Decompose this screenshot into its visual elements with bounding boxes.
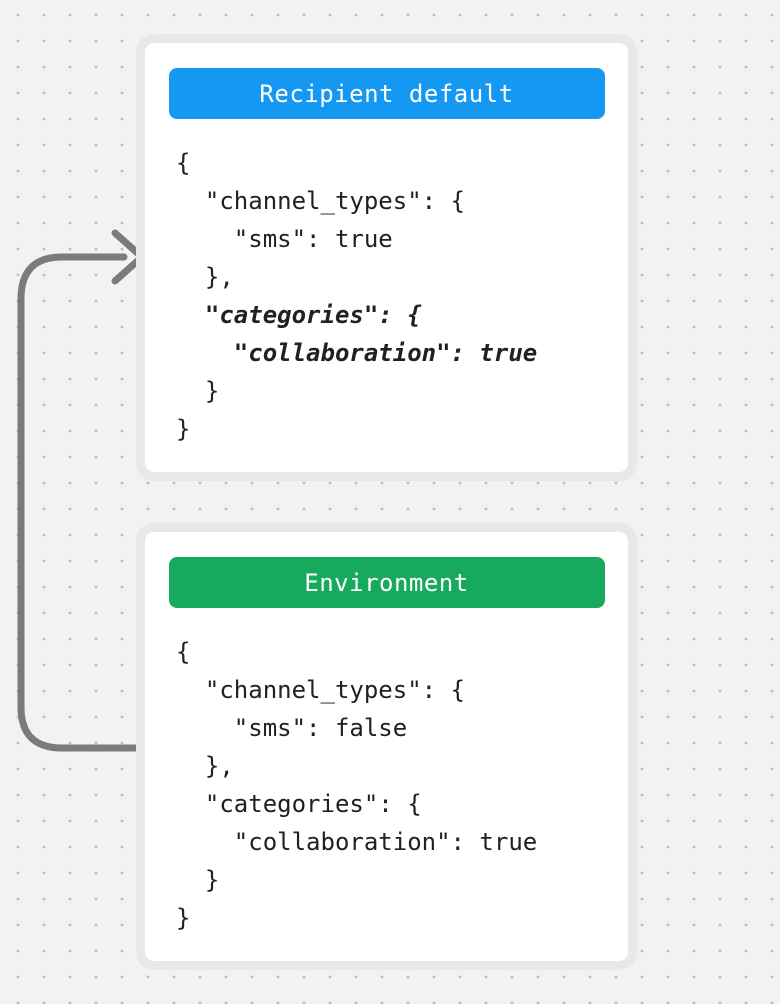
code-line: "categories": {: [176, 790, 422, 818]
recipient-default-header: Recipient default: [168, 68, 605, 119]
environment-header: Environment: [168, 557, 605, 608]
code-line: "channel_types": {: [176, 676, 465, 704]
code-line: }: [176, 377, 220, 405]
arrow-shaft: [17, 253, 144, 752]
environment-card: Environment { "channel_types": { "sms": …: [136, 523, 637, 970]
code-line: "channel_types": {: [176, 187, 465, 215]
environment-json: { "channel_types": { "sms": false }, "ca…: [176, 633, 628, 937]
recipient-default-json: { "channel_types": { "sms": true }, "cat…: [176, 144, 628, 448]
code-line: "sms": true: [176, 225, 393, 253]
code-line: "categories": {: [176, 301, 422, 329]
code-line: },: [176, 263, 234, 291]
recipient-default-title: Recipient default: [259, 79, 514, 108]
code-line: }: [176, 904, 191, 932]
code-line: },: [176, 752, 234, 780]
code-line: }: [176, 866, 220, 894]
code-line: "collaboration": true: [176, 828, 538, 856]
code-line: {: [176, 638, 191, 666]
code-line: {: [176, 149, 191, 177]
recipient-default-card: Recipient default { "channel_types": { "…: [136, 34, 637, 481]
code-line: "sms": false: [176, 714, 408, 742]
code-line: }: [176, 415, 191, 443]
code-line: "collaboration": true: [176, 339, 538, 367]
environment-title: Environment: [304, 568, 469, 597]
